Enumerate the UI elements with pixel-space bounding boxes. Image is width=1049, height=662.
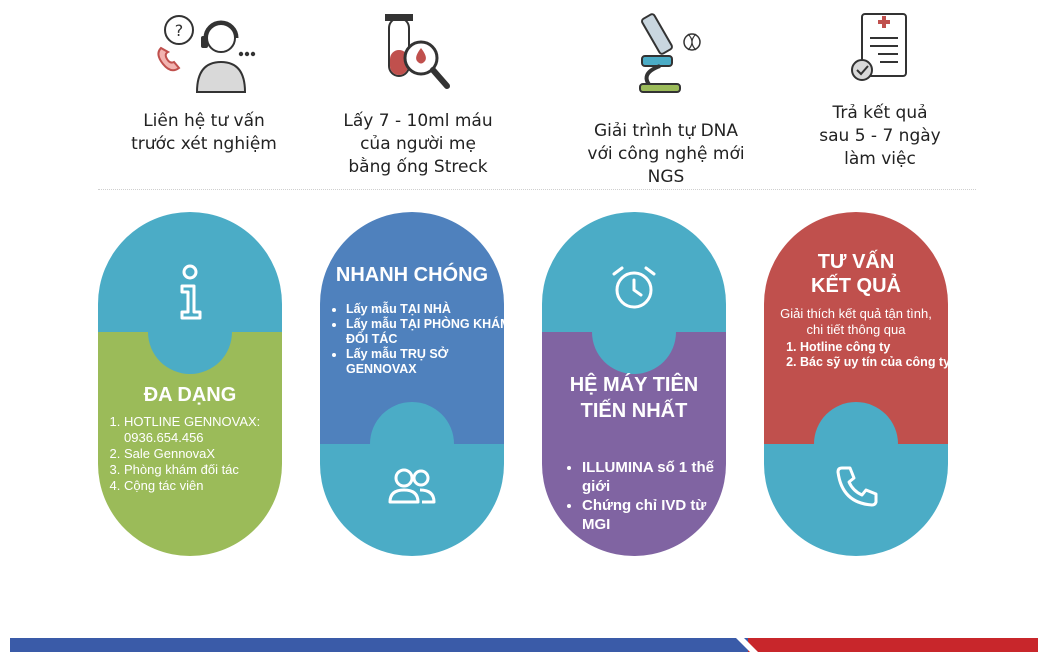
footer-bar-red (748, 638, 1038, 652)
step-consultation: ? Liên hệ tư vấn trước xét nghiệm (104, 8, 304, 156)
divider (98, 189, 976, 190)
card-bottom (320, 444, 504, 556)
step-label: Lấy 7 - 10ml máu của người mẹ bằng ống S… (343, 111, 493, 177)
users-icon (320, 466, 504, 506)
step-label: Liên hệ tư vấn trước xét nghiệm (131, 111, 277, 154)
list-item: Hotline công ty (800, 340, 948, 355)
list-item: Lấy mẫu TẠI PHÒNG KHÁM ĐỐI TÁC (346, 317, 504, 347)
step-label: Trả kết quả sau 5 - 7 ngày làm việc (819, 103, 941, 169)
list-item: HOTLINE GENNOVAX: 0936.654.456 (124, 414, 282, 446)
step-dna-sequencing: Giải trình tự DNA với công nghệ mới NGS (566, 8, 766, 189)
card-result-consulting: TƯ VẤN KẾT QUẢ Giải thích kết quả tận tì… (764, 212, 948, 556)
step-results: Trả kết quả sau 5 - 7 ngày làm việc (780, 8, 980, 171)
customer-support-icon: ? (104, 8, 304, 94)
footer-bar-blue (10, 638, 750, 652)
list-item: Cộng tác viên (124, 478, 282, 494)
card-list: Lấy mẫu TẠI NHÀ Lấy mẫu TẠI PHÒNG KHÁM Đ… (326, 302, 504, 377)
card-title: HỆ MÁY TIÊN TIẾN NHẤT (569, 374, 699, 422)
medical-report-icon (780, 8, 980, 94)
card-list: ILLUMINA số 1 thế giới Chứng chỉ IVD từ … (564, 458, 726, 534)
card-diverse: ĐA DẠNG HOTLINE GENNOVAX: 0936.654.456 S… (98, 212, 282, 556)
list-item: Chứng chỉ IVD từ MGI (582, 496, 726, 534)
alarm-clock-icon (542, 264, 726, 312)
phone-icon (764, 464, 948, 508)
blood-test-tube-icon (318, 8, 518, 94)
card-intro: Giải thích kết quả tận tình, chi tiết th… (780, 306, 932, 337)
card-title: NHANH CHÓNG (335, 264, 489, 286)
list-item: ILLUMINA số 1 thế giới (582, 458, 726, 496)
card-title: TƯ VẤN KẾT QUẢ (811, 251, 901, 297)
card-top (98, 212, 282, 332)
list-item: Sale GennovaX (124, 446, 282, 462)
list-item: Lấy mẫu TẠI NHÀ (346, 302, 504, 317)
card-list: HOTLINE GENNOVAX: 0936.654.456 Sale Genn… (106, 414, 282, 494)
card-title: ĐA DẠNG (143, 384, 237, 406)
list-item: Phòng khám đối tác (124, 462, 282, 478)
list-item: Bác sỹ uy tín của công ty (800, 355, 948, 370)
card-advanced-machines: HỆ MÁY TIÊN TIẾN NHẤT ILLUMINA số 1 thế … (542, 212, 726, 556)
step-blood-sample: Lấy 7 - 10ml máu của người mẹ bằng ống S… (318, 8, 518, 179)
list-item: Lấy mẫu TRỤ SỞ GENNOVAX (346, 347, 504, 377)
footer-divider (736, 638, 758, 652)
microscope-dna-icon (566, 8, 766, 94)
svg-text:?: ? (175, 21, 184, 40)
card-fast: NHANH CHÓNG Lấy mẫu TẠI NHÀ Lấy mẫu TẠI … (320, 212, 504, 556)
info-icon (98, 264, 282, 320)
step-label: Giải trình tự DNA với công nghệ mới NGS (587, 121, 745, 187)
card-list: Hotline công ty Bác sỹ uy tín của công t… (778, 340, 948, 370)
